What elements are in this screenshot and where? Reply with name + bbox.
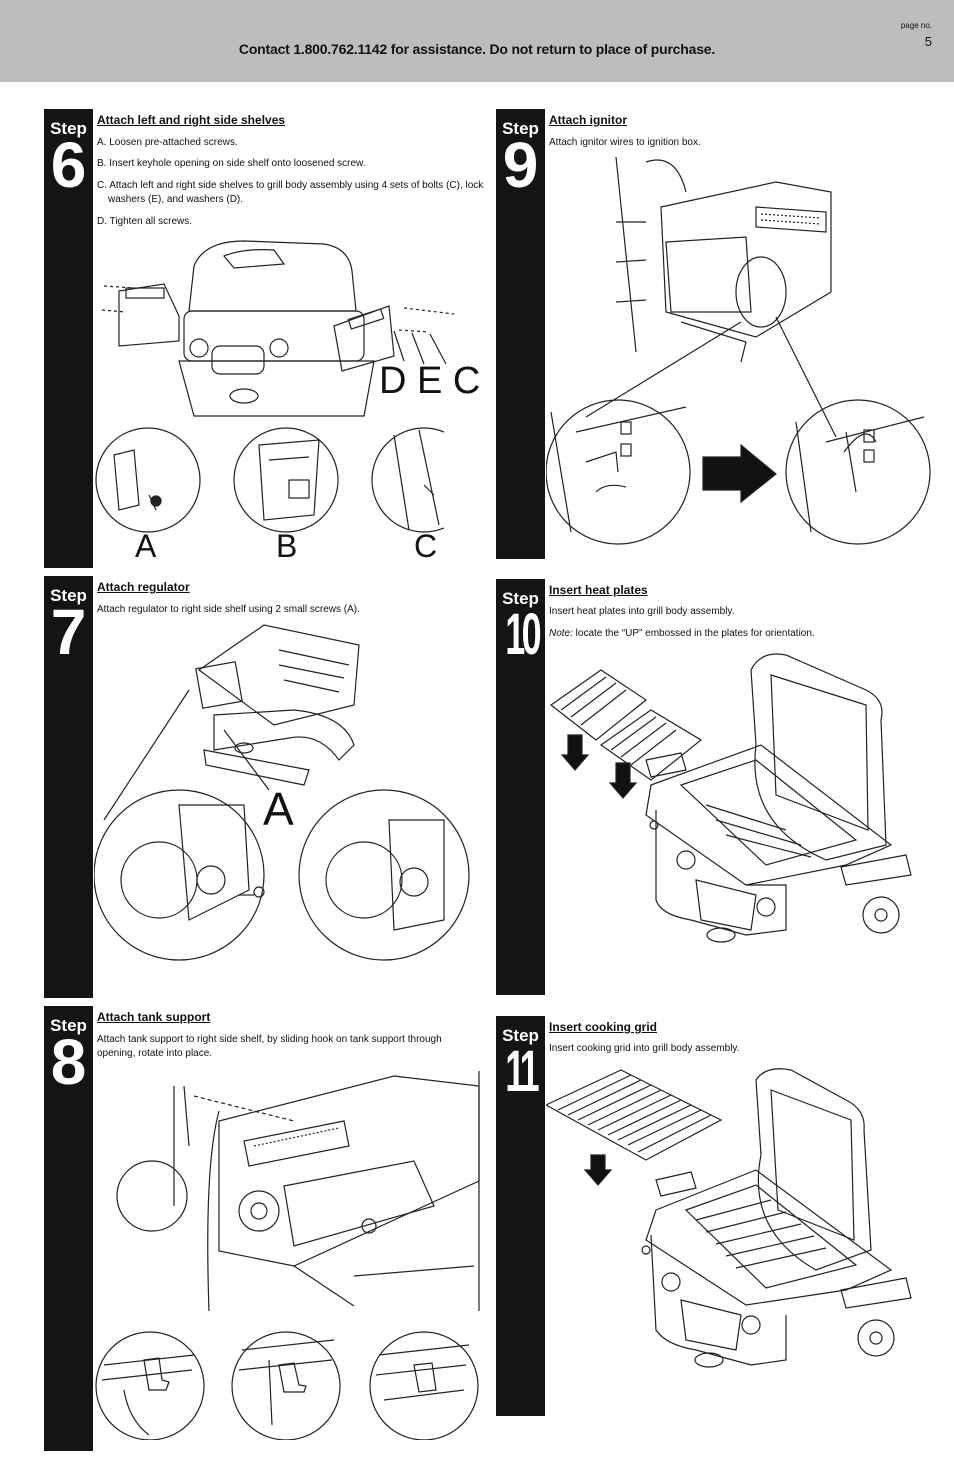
step-6-label-c: C	[414, 528, 438, 564]
step-10-title: Insert heat plates	[549, 583, 648, 597]
step-10-line: Insert heat plates into grill body assem…	[549, 606, 735, 617]
step-6-label-dec: D E C	[379, 360, 481, 402]
step-9-title: Attach ignitor	[549, 113, 627, 127]
note-label: Note:	[549, 628, 573, 639]
note-text: locate the “UP” embossed in the plates f…	[572, 628, 815, 639]
step-11-title: Insert cooking grid	[549, 1020, 658, 1034]
step-7-bar: Step 7	[44, 576, 93, 998]
step-number: 6	[50, 129, 87, 201]
step-9-ignitor-illustration	[546, 152, 936, 547]
step-word: Step	[502, 1026, 539, 1045]
page-number-label: page no.	[900, 21, 932, 30]
step-number: 7	[50, 596, 87, 668]
step-10-bar: Step 10	[496, 579, 545, 995]
step-word: Step	[50, 586, 87, 605]
step-6-bar: Step 6	[44, 109, 93, 568]
step-6-line-a: A. Loosen pre-attached screws.	[97, 137, 238, 148]
step-8-title: Attach tank support	[97, 1010, 211, 1024]
step-6-title: Attach left and right side shelves	[97, 113, 286, 127]
assistance-notice: Contact 1.800.762.1142 for assistance. D…	[238, 41, 716, 57]
step-7-title: Attach regulator	[97, 580, 190, 594]
step-6-line-b: B. Insert keyhole opening on side shelf …	[97, 158, 366, 169]
step-11-cooking-grid-illustration	[546, 1060, 936, 1380]
step-number: 10	[505, 602, 541, 667]
step-9-bar: Step 9	[496, 109, 545, 559]
step-6-label-a: A	[135, 528, 157, 564]
step-number: 11	[505, 1039, 539, 1104]
step-8-line: Attach tank support to right side shelf,…	[97, 1034, 442, 1059]
step-6-line-c: C. Attach left and right side shelves to…	[97, 180, 484, 205]
step-number: 8	[50, 1026, 87, 1098]
page-number: 5	[924, 34, 932, 49]
step-6-grill-illustration	[94, 236, 484, 426]
step-11-line: Insert cooking grid into grill body asse…	[549, 1043, 740, 1054]
step-9-line: Attach ignitor wires to ignition box.	[549, 137, 701, 148]
step-7-label-a: A	[263, 783, 294, 835]
step-10-heat-plates-illustration	[546, 645, 936, 965]
step-8-bar: Step 8	[44, 1006, 93, 1451]
step-8-detail-circles	[94, 1330, 484, 1440]
step-7-line: Attach regulator to right side shelf usi…	[97, 604, 360, 615]
step-word: Step	[502, 589, 539, 608]
step-7-regulator-illustration	[94, 620, 484, 975]
step-8-tank-support-illustration	[94, 1066, 484, 1316]
step-6-detail-circles	[94, 425, 444, 535]
step-number: 9	[502, 129, 539, 201]
step-10-note: Note: locate the “UP” embossed in the pl…	[549, 627, 929, 641]
step-6-line-d: D. Tighten all screws.	[97, 216, 193, 227]
step-6-label-b: B	[276, 528, 298, 564]
step-word: Step	[502, 119, 539, 138]
step-11-bar: Step 11	[496, 1016, 545, 1416]
page-header: Contact 1.800.762.1142 for assistance. D…	[0, 0, 954, 82]
step-word: Step	[50, 119, 87, 138]
step-word: Step	[50, 1016, 87, 1035]
